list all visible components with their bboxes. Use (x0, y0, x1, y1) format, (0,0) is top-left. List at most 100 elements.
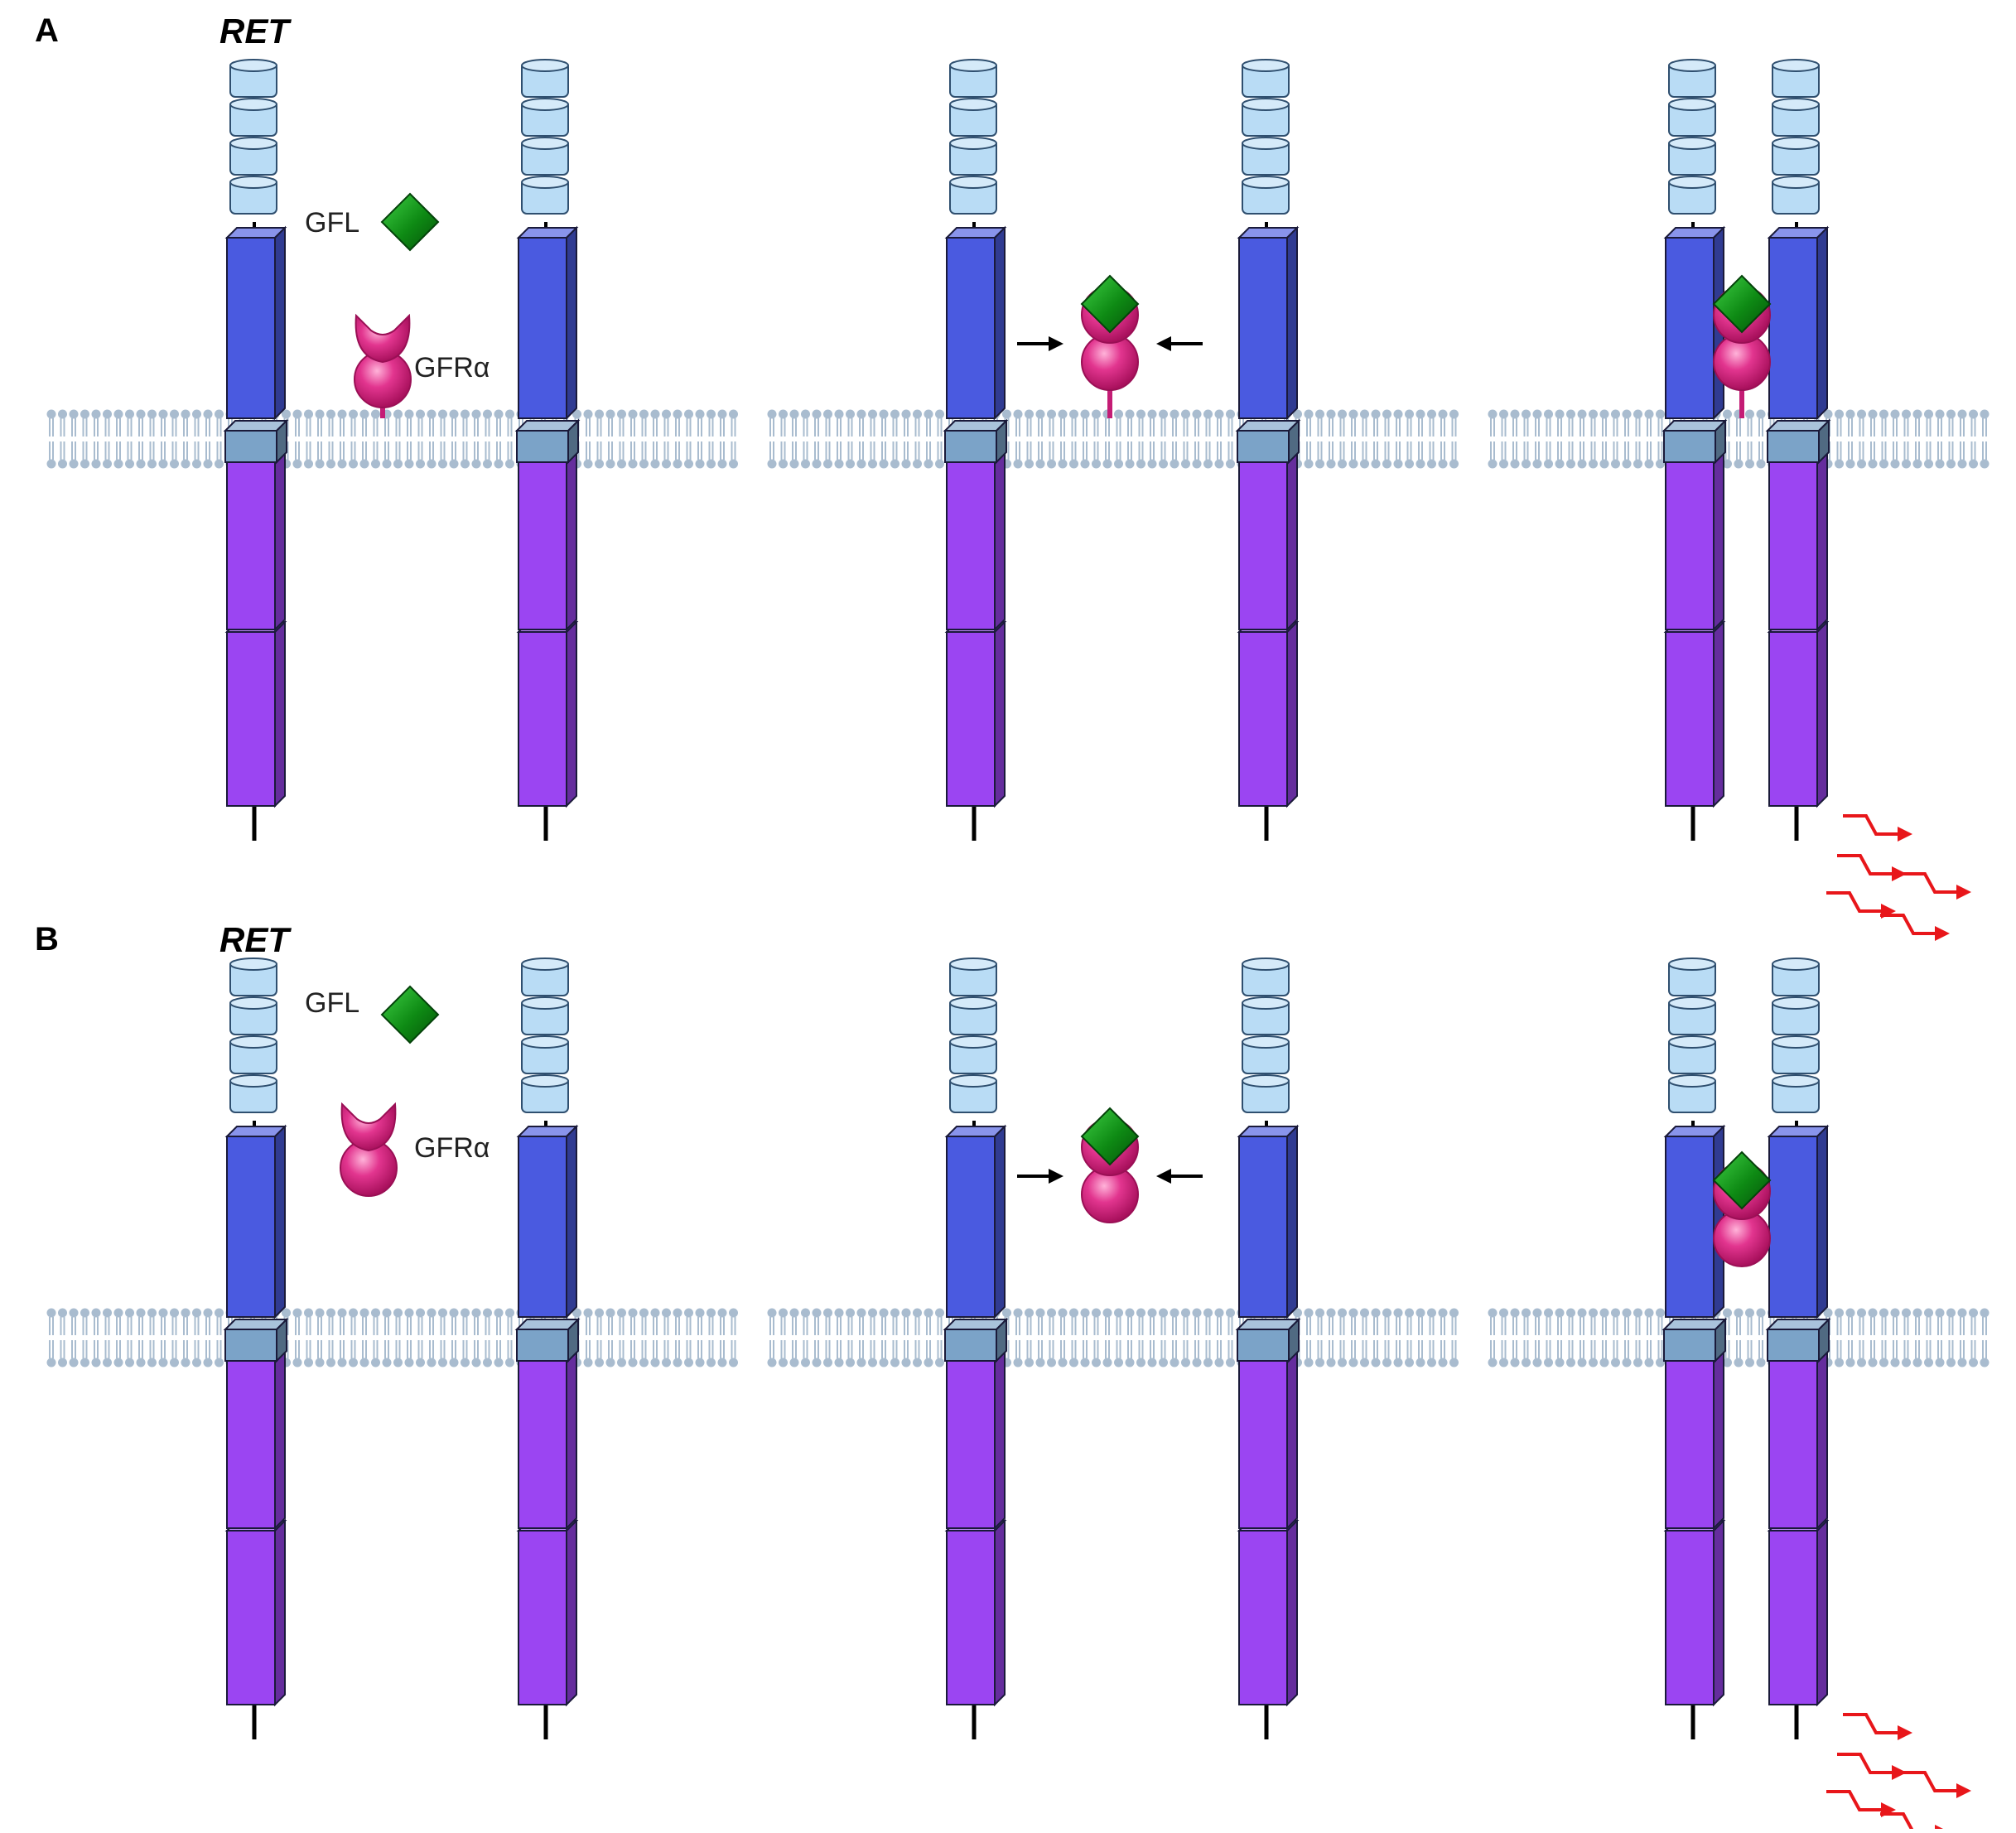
panel-b-membrane-3-head-bottom (1957, 1358, 1967, 1368)
panel-b-membrane-2-head-top (1293, 1308, 1302, 1318)
panel-a-membrane-3-head-bottom (1924, 459, 1933, 469)
panel-a-membrane-2-head-bottom (1092, 459, 1101, 469)
panel-a-ret-1a-cadherin-repeat-3 (229, 137, 277, 176)
panel-b-membrane-2-head-top (1102, 1308, 1112, 1318)
panel-a-membrane-2-head-bottom (1013, 459, 1023, 469)
panel-a-membrane-2-head-bottom (767, 459, 777, 469)
panel-a-ret-2b-cadherin-cap-3 (1242, 137, 1290, 150)
panel-b-letter: B (35, 921, 59, 958)
panel-b-membrane-3-head-top (1924, 1308, 1933, 1318)
panel-b-ret-1a-cadherin-cap-1 (229, 958, 277, 971)
panel-a-ret-1b-cadherin-cap-3 (521, 137, 569, 150)
panel-a-membrane-1-head-bottom (304, 459, 313, 469)
panel-a-ret-2b-kinase-domain-2-side (1286, 620, 1298, 808)
panel-b-membrane-2-head-bottom (789, 1358, 799, 1368)
panel-b-membrane-3-head-top (1912, 1308, 1922, 1318)
panel-b-ret-3a-kinase-domain-1-front (1665, 1358, 1715, 1529)
panel-a-ret-2a-transmembrane-domain (943, 418, 1009, 465)
panel-a-membrane-2-head-bottom (879, 459, 889, 469)
panel-a-ret-3a-cysteine-rich-domain-front (1665, 237, 1715, 419)
panel-b-ret-1b (514, 958, 581, 1739)
panel-b-membrane-2-head-top (779, 1308, 788, 1318)
panel-a-membrane-1-head-top (505, 409, 514, 419)
panel-a-membrane-2-head-top (1035, 409, 1045, 419)
panel-b-membrane-3-head-top (1611, 1308, 1620, 1318)
panel-b-ret-1a-cadherin-repeat-3 (229, 1035, 277, 1074)
panel-b-membrane-1-head-bottom (326, 1358, 335, 1368)
panel-b-membrane-3-head-bottom (1879, 1358, 1888, 1368)
panel-b-ret-2b-transmembrane-domain (1235, 1317, 1301, 1363)
panel-a-membrane-1-head-bottom (461, 459, 470, 469)
panel-a-ret-1b-cadherin-cap-4 (521, 176, 569, 189)
panel-a-membrane-2-head-bottom (1214, 459, 1224, 469)
panel-b-ret-2b-cadherin-cap-4 (1242, 1074, 1290, 1088)
panel-a-ret-3a-transmembrane-domain (1662, 418, 1728, 465)
panel-a-ret-1b-cadherin-cap-1 (521, 59, 569, 72)
panel-b-ret-3a-cadherin-repeat-4 (1668, 1074, 1716, 1113)
panel-a-membrane-1-head-top (639, 409, 649, 419)
panel-a-membrane-3-head-top (1577, 409, 1587, 419)
panel-a-membrane-2-head-bottom (1058, 459, 1068, 469)
panel-a-membrane-2 (767, 409, 1459, 469)
panel-a-membrane-1-head-top (583, 409, 593, 419)
panel-b-membrane-2-head-top (1002, 1308, 1011, 1318)
panel-a-membrane-1-head-bottom (158, 459, 168, 469)
panel-a-arrow-left (1156, 336, 1203, 351)
panel-a-ret-1b-kinase-domain-2 (516, 620, 579, 808)
panel-b-membrane-1-head-bottom (684, 1358, 693, 1368)
panel-a-membrane-1-head-bottom (628, 459, 638, 469)
panel-b-membrane-1-head-top (349, 1308, 358, 1318)
panel-b-ret-1a-cadherin-repeat-4 (229, 1074, 277, 1113)
panel-a-membrane-1-head-bottom (605, 459, 615, 469)
panel-a-membrane-1-head-bottom (684, 459, 693, 469)
panel-b-membrane-1-head-top (427, 1308, 436, 1318)
panel-b-membrane-2-head-bottom (801, 1358, 810, 1368)
panel-b-membrane-1-head-top (729, 1308, 738, 1318)
panel-b-membrane-2-head-bottom (1136, 1358, 1145, 1368)
panel-b-ret-2a-transmembrane-domain (943, 1317, 1009, 1363)
panel-a-membrane-1-head-top (438, 409, 447, 419)
panel-a-ret-2a-cysteine-rich-domain-side (994, 225, 1006, 421)
panel-b-membrane-1-head-top (494, 1308, 504, 1318)
panel-a-membrane-1-head-top (707, 409, 716, 419)
panel-b-membrane-3-head-bottom (1622, 1358, 1632, 1368)
panel-a-membrane-2-head-top (1047, 409, 1056, 419)
panel-a-ret-1a-cadherin-repeat-4 (229, 176, 277, 215)
panel-b-membrane-2-head-bottom (823, 1358, 832, 1368)
panel-b-membrane-2-head-top (789, 1308, 799, 1318)
panel-b-ret-3b-cadherin-cap-4 (1772, 1074, 1820, 1088)
panel-a-ret-1b (514, 59, 581, 841)
panel-b-membrane-2-head-bottom (1371, 1358, 1381, 1368)
panel-b-membrane-1-head-top (393, 1308, 403, 1318)
panel-b-ret-3b-cysteine-rich-domain-side (1816, 1124, 1828, 1319)
panel-a-membrane-2-head-bottom (1170, 459, 1179, 469)
panel-a-membrane-2-head-bottom (1147, 459, 1157, 469)
panel-a-membrane-1-head-bottom (315, 459, 325, 469)
panel-b-ret-3b-kinase-domain-2-side (1816, 1518, 1828, 1707)
panel-a-membrane-3-head-top (1544, 409, 1553, 419)
panel-b-membrane-1-head-top (304, 1308, 313, 1318)
panel-a-ret-2a (943, 59, 1009, 841)
panel-b-membrane-3-head-top (1957, 1308, 1967, 1318)
panel-a-ret-2b-cadherin-repeat-1 (1242, 59, 1290, 98)
panel-a-ret-3b-kinase-domain-1-front (1768, 459, 1818, 630)
panel-b-signal-arrow-3-line (1902, 1771, 1958, 1792)
panel-b-membrane-1-head-bottom (181, 1358, 191, 1368)
panel-a-membrane-2-head-bottom (1025, 459, 1034, 469)
panel-b-membrane-2-head-bottom (1192, 1358, 1202, 1368)
panel-a-membrane-1-head-bottom (583, 459, 593, 469)
panel-b-membrane-1-head-bottom (69, 1358, 79, 1368)
panel-a-membrane-1-head-bottom (125, 459, 134, 469)
panel-b-membrane-1-head-bottom (80, 1358, 89, 1368)
panel-a-membrane-1-head-bottom (69, 459, 79, 469)
panel-b-membrane-2-head-top (1449, 1308, 1459, 1318)
panel-a-membrane-1-head-top (125, 409, 134, 419)
panel-a-ret-2a-cysteine-rich-domain-front (946, 237, 996, 419)
panel-a-membrane-3-head-top (1857, 409, 1866, 419)
panel-a-gfl-ligand-dimer (1712, 274, 1772, 334)
panel-a-membrane-1-head-top (337, 409, 347, 419)
panel-a-membrane-1-head-bottom (147, 459, 157, 469)
panel-a-membrane-1-head-top (349, 409, 358, 419)
panel-b-membrane-2-head-top (1338, 1308, 1347, 1318)
panel-a-membrane-2-head-top (1348, 409, 1358, 419)
